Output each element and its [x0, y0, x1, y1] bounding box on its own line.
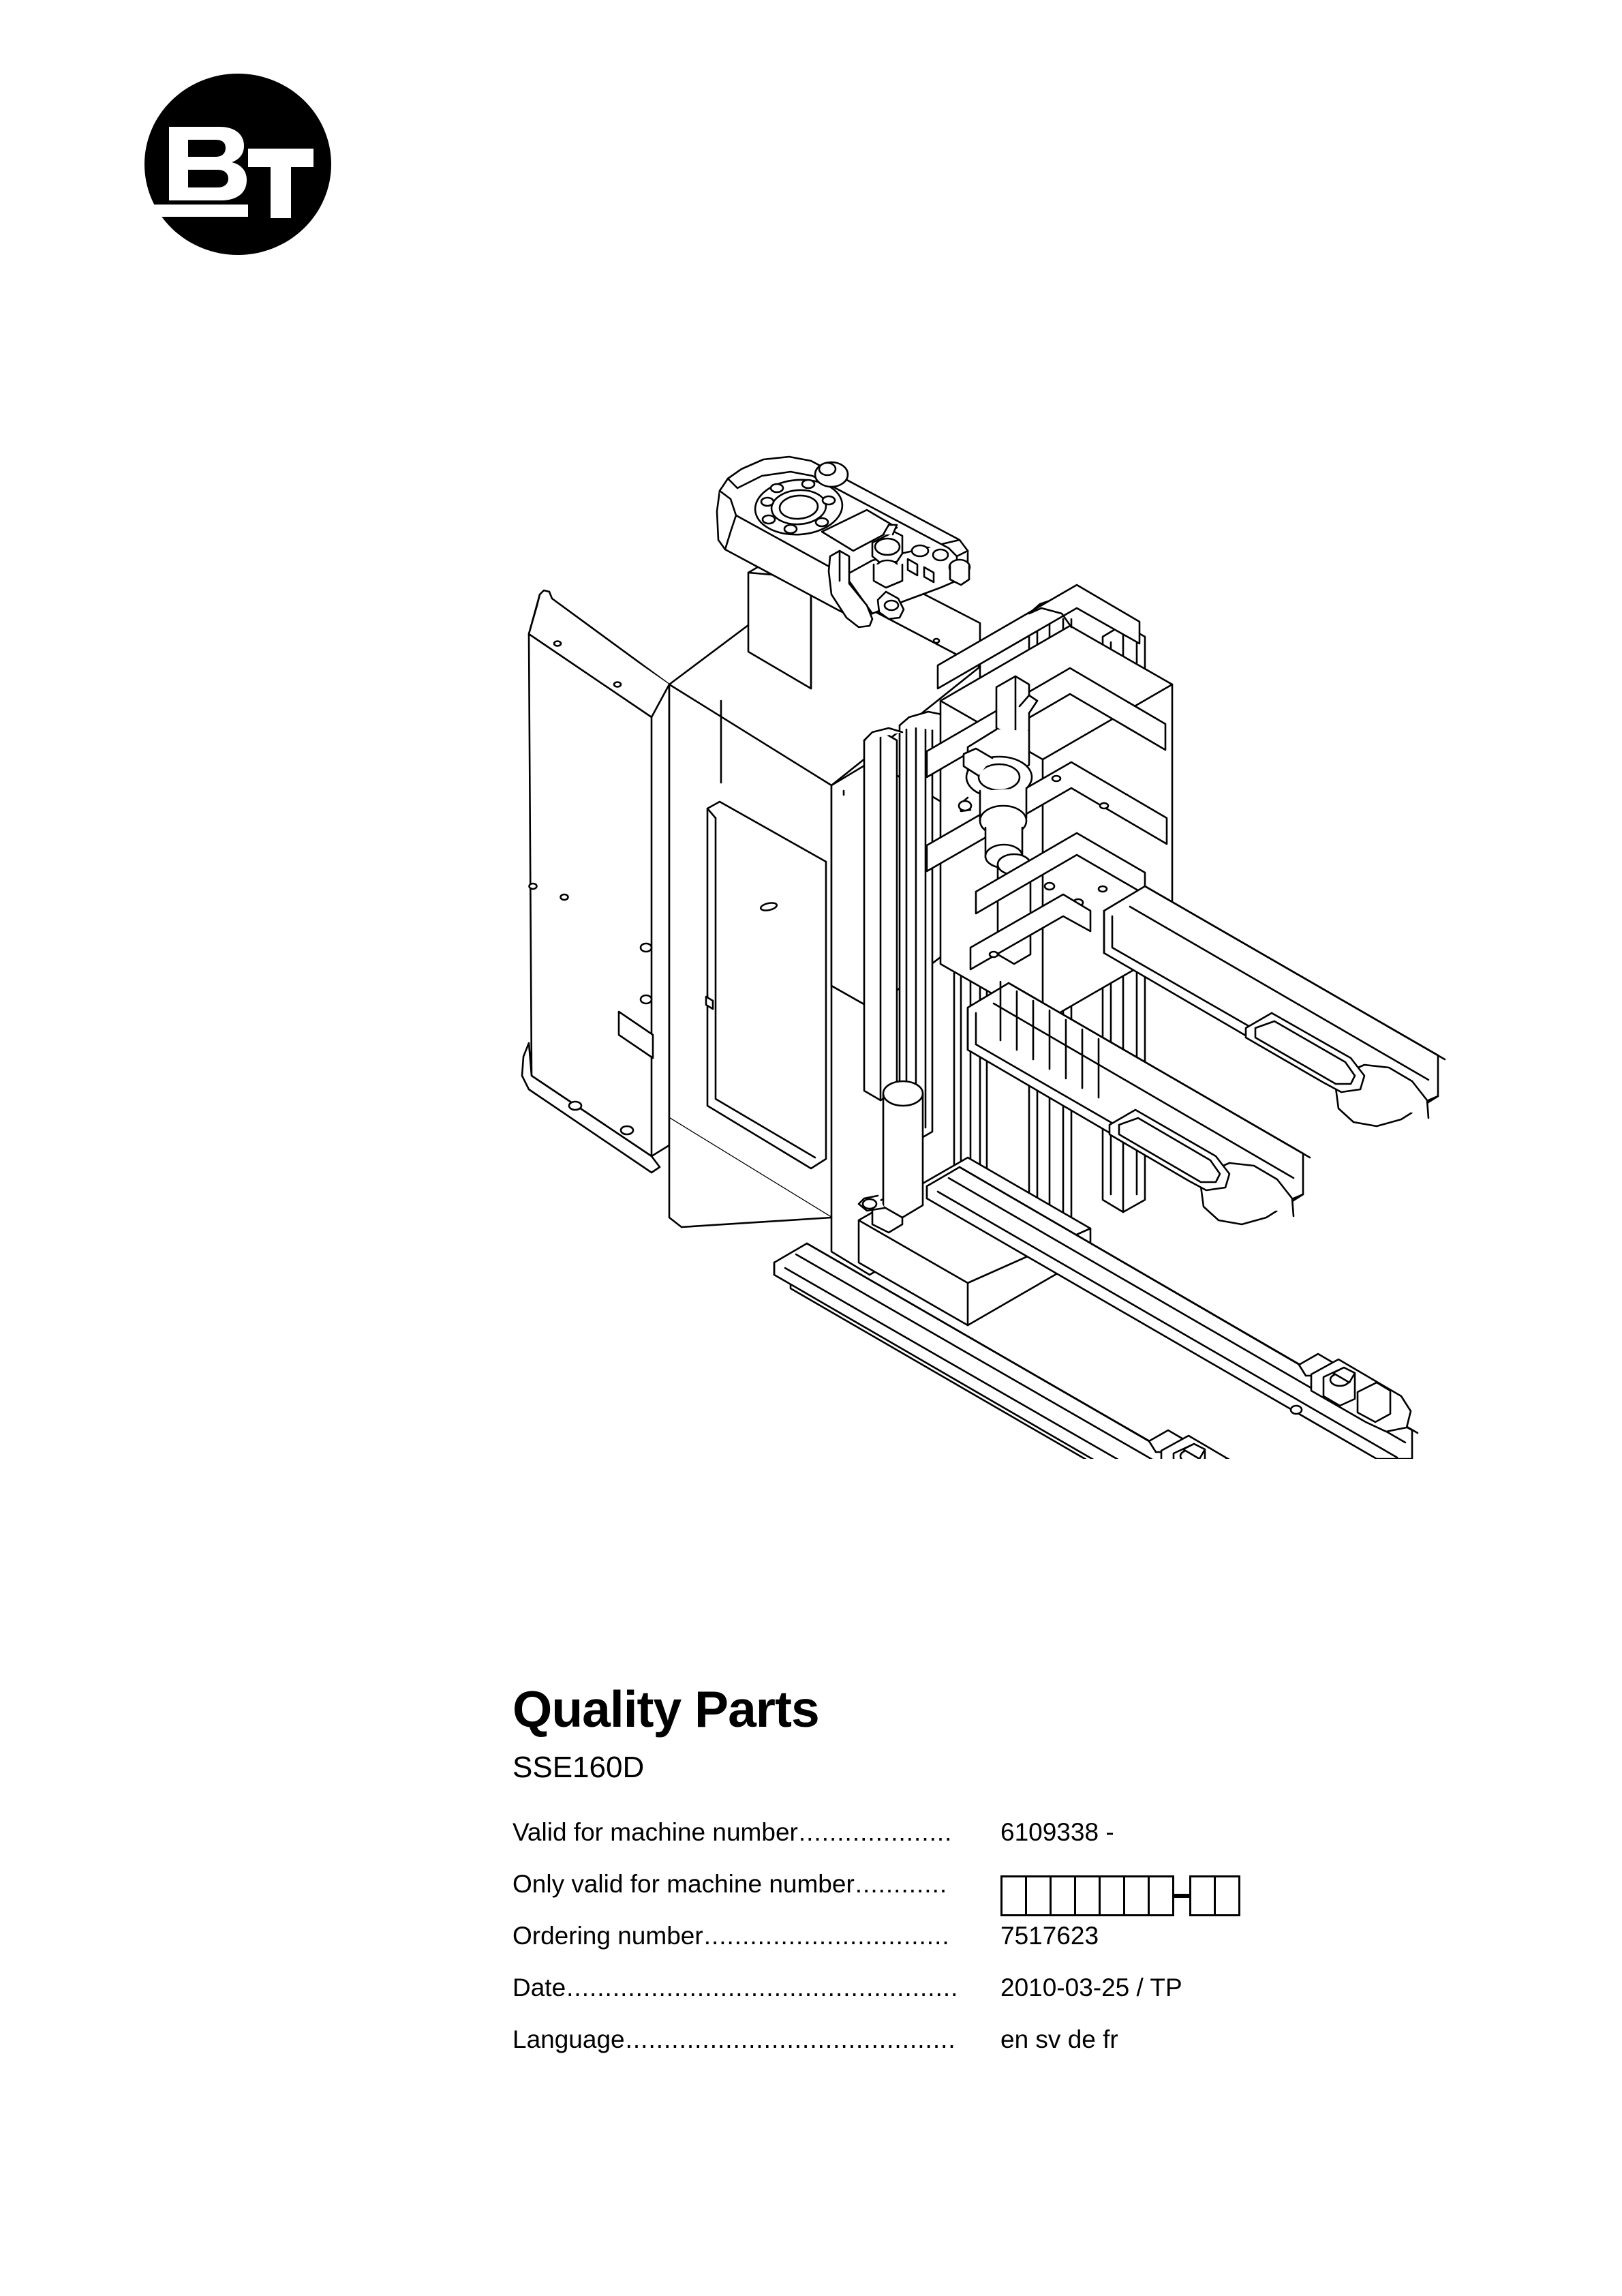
- machine-number-box[interactable]: [1189, 1875, 1216, 1916]
- machine-number-box[interactable]: [1000, 1875, 1027, 1916]
- machine-number-dash-separator: [1174, 1894, 1189, 1898]
- spec-leader: ....................: [798, 1818, 953, 1846]
- machine-number-entry-boxes[interactable]: [983, 1870, 1398, 1922]
- spec-value-language: en sv de fr: [1000, 2025, 1118, 2053]
- spec-row-date: Date ...................................…: [512, 1974, 1398, 2025]
- bt-logo: [144, 74, 331, 255]
- spec-leader: ........................................…: [566, 1974, 959, 2002]
- spec-label: Date: [512, 1974, 566, 2002]
- spec-leader: ........................................…: [625, 2025, 956, 2053]
- spec-row-valid-machine-number: Valid for machine number ...............…: [512, 1818, 1398, 1870]
- machine-number-box[interactable]: [1050, 1875, 1076, 1916]
- machine-number-box-group-primary[interactable]: [1000, 1875, 1174, 1916]
- machine-number-box[interactable]: [1123, 1875, 1150, 1916]
- machine-number-box[interactable]: [1074, 1875, 1101, 1916]
- logo-letter-b: [169, 127, 247, 200]
- spec-value-date: 2010-03-25 / TP: [1000, 1974, 1182, 2002]
- spec-row-only-valid-machine-number: Only valid for machine number ..........…: [512, 1870, 1398, 1922]
- spec-label: Valid for machine number: [512, 1818, 798, 1846]
- spec-label: Ordering number: [512, 1922, 703, 1950]
- machine-number-box[interactable]: [1148, 1875, 1174, 1916]
- title-block: Quality Parts SSE160D Valid for machine …: [512, 1684, 1398, 2077]
- spec-label: Only valid for machine number: [512, 1870, 855, 1898]
- spec-label: Language: [512, 2025, 625, 2053]
- spec-row-language: Language ...............................…: [512, 2025, 1398, 2077]
- model-designation: SSE160D: [512, 1751, 645, 1784]
- machine-number-box[interactable]: [1214, 1875, 1240, 1916]
- machine-number-box[interactable]: [1099, 1875, 1125, 1916]
- bt-circle-logo-icon: [144, 74, 331, 255]
- spec-leader: ................................: [703, 1922, 950, 1950]
- machine-number-box-group-suffix[interactable]: [1189, 1875, 1240, 1916]
- logo-underbar: [144, 205, 248, 217]
- page-title: Quality Parts: [512, 1680, 820, 1738]
- spec-row-ordering-number: Ordering number ........................…: [512, 1922, 1398, 1974]
- spec-value-ordering-number: 7517623: [1000, 1922, 1099, 1950]
- logo-letter-t: [248, 149, 313, 218]
- machine-number-box[interactable]: [1025, 1875, 1052, 1916]
- machine-illustration: [491, 409, 1486, 1459]
- spec-value-valid-machine-number: 6109338 -: [1000, 1818, 1114, 1846]
- spec-leader: ............: [855, 1870, 948, 1898]
- pallet-stacker-line-drawing-icon: [521, 455, 1446, 1459]
